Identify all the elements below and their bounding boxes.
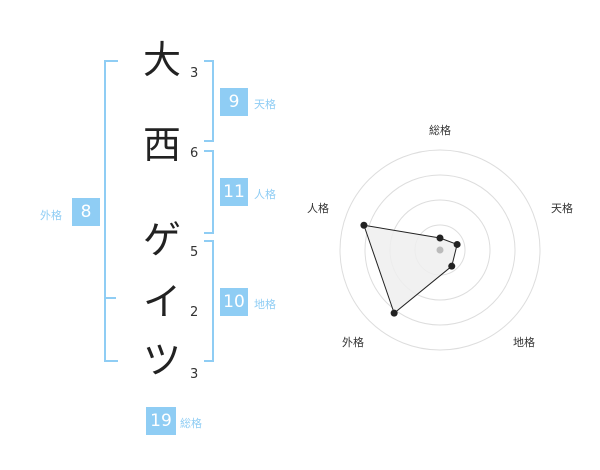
radar-point-1	[436, 234, 444, 242]
name-char-1: 大	[142, 38, 181, 82]
gaikaku-bracket	[104, 60, 118, 362]
radar-grid-ring	[414, 224, 466, 276]
radar-point-3	[448, 262, 456, 270]
radar-point-2	[453, 240, 461, 248]
chikaku-bracket	[204, 240, 214, 362]
radar-axis-label-chikaku: 地格	[513, 335, 535, 349]
radar-axis-label-jinkaku: 人格	[307, 201, 329, 215]
jinkaku-label: 人格	[254, 188, 276, 201]
radar-point-5	[360, 221, 368, 229]
radar-grid-ring	[364, 174, 516, 326]
radar-axis-label-gaikaku: 外格	[342, 335, 364, 349]
radar-grid	[339, 149, 541, 351]
tenkaku-label: 天格	[254, 98, 276, 111]
name-char-5: ツ	[142, 338, 181, 382]
radar-center-dot	[436, 246, 444, 254]
stroke-count-3: 5	[190, 245, 199, 260]
soukaku-label: 総格	[180, 417, 202, 430]
radar-grid-ring	[389, 199, 491, 301]
name-char-4: イ	[142, 280, 181, 324]
gaikaku-badge: 8	[72, 198, 100, 226]
tenkaku-badge: 9	[220, 88, 248, 116]
jinkaku-bracket	[204, 150, 214, 234]
stroke-count-2: 6	[190, 146, 199, 161]
radar-polygon	[363, 224, 458, 314]
soukaku-badge: 19	[146, 407, 176, 435]
name-char-2: 西	[142, 123, 181, 167]
radar-axis-label-tenkaku: 天格	[551, 201, 573, 215]
name-char-3: ゲ	[142, 218, 181, 262]
radar-axis-label-soukaku: 総格	[429, 123, 451, 137]
chikaku-badge: 10	[220, 288, 248, 316]
tenkaku-bracket	[204, 60, 214, 142]
gaikaku-label: 外格	[40, 209, 62, 222]
radar-grid-ring	[339, 149, 541, 351]
jinkaku-badge: 11	[220, 178, 248, 206]
stroke-count-5: 3	[190, 367, 199, 382]
chikaku-label: 地格	[254, 298, 276, 311]
gaikaku-divider	[104, 297, 116, 299]
radar-point-4	[390, 309, 398, 317]
stroke-count-1: 3	[190, 66, 199, 81]
radar-points	[360, 221, 461, 317]
stroke-count-4: 2	[190, 305, 199, 320]
